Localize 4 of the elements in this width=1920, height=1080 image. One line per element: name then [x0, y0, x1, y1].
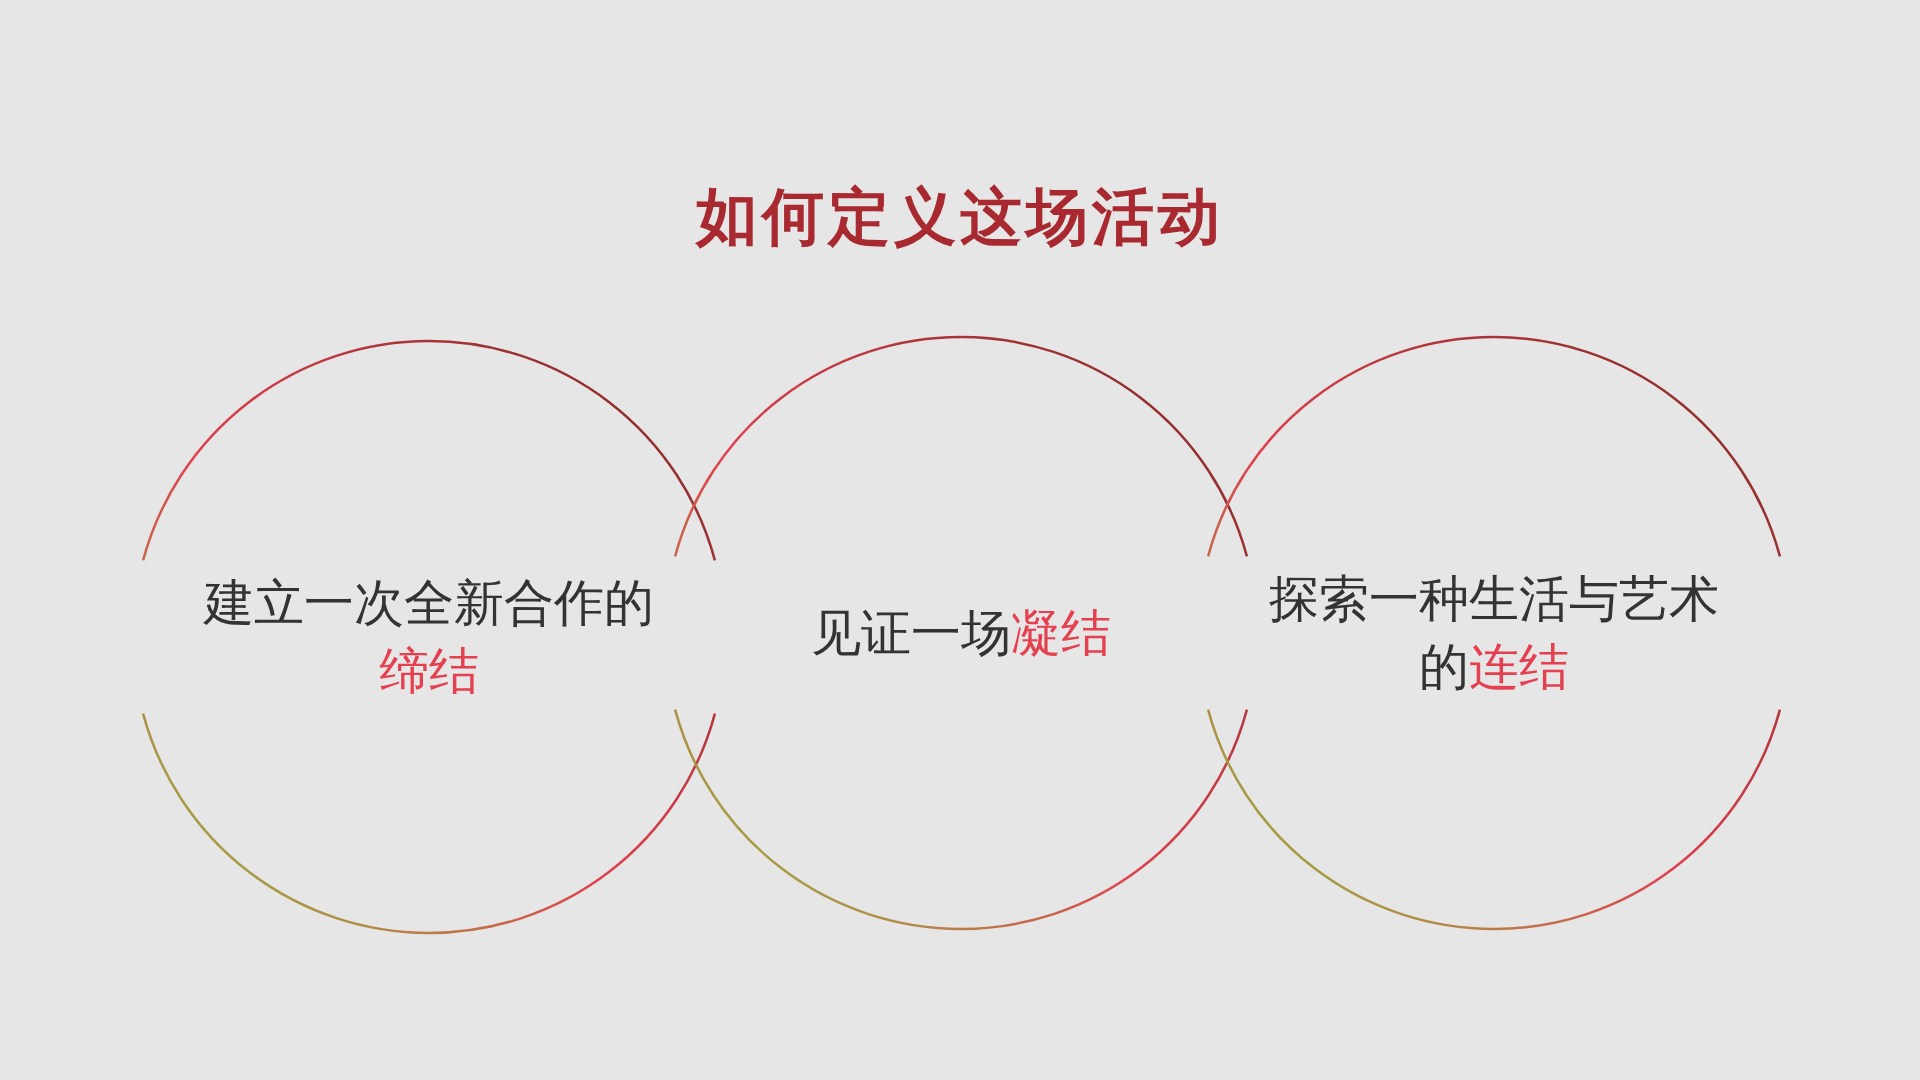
- circle-text: 建立一次全新合作的缔结: [202, 573, 655, 702]
- circle-text: 探索一种生活与艺术的连结: [1268, 569, 1720, 698]
- circle-text: 见证一场凝结: [810, 603, 1112, 664]
- title: 如何定义这场活动: [694, 179, 1225, 255]
